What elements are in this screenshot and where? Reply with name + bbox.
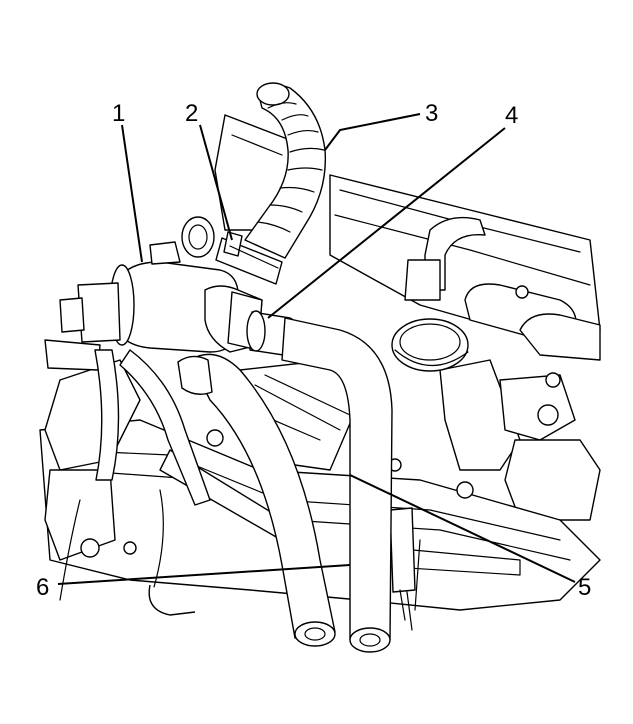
callout-labels: 1 2 3 4 5 6 (36, 100, 591, 601)
left-small-hoses (94, 349, 211, 506)
callout-5: 5 (578, 574, 591, 601)
hose-curved-left (177, 353, 336, 647)
upper-hose (244, 82, 327, 259)
hose-long-right (281, 317, 393, 653)
leader-6 (57, 564, 351, 585)
hose-clamp-upper (215, 231, 283, 285)
callout-6: 6 (36, 574, 49, 601)
canister-valve (44, 216, 263, 371)
leader-5 (349, 474, 576, 583)
leader-lines (57, 113, 576, 585)
leader-1 (121, 124, 143, 263)
callout-4: 4 (505, 102, 518, 129)
leader-3 (324, 113, 421, 151)
callout-2: 2 (185, 100, 198, 127)
callout-1: 1 (112, 100, 125, 127)
leader-4 (267, 127, 506, 319)
leader-2 (199, 124, 233, 241)
callout-3: 3 (425, 100, 438, 127)
